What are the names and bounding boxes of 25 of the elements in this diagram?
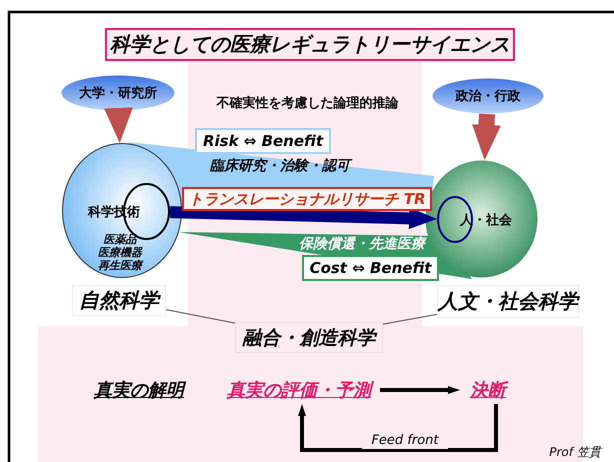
institution-ellipse: 大学・研究所 [61, 75, 175, 111]
label-box: Cost ⇔ Benefit [302, 255, 439, 281]
title-box: 科学としての医療レギュラトリーサイエンス [105, 28, 515, 61]
arrow [298, 404, 498, 452]
connector-line [382, 314, 438, 325]
edge-label: Feed front [362, 431, 448, 449]
step-text: 真実の解明 [82, 376, 196, 404]
field-box: 自然科学 [72, 285, 166, 316]
step-text: 真実の評価・予測 [218, 376, 380, 404]
note-text: 不確実性を考慮した論理的推論 [215, 94, 400, 112]
arrow [472, 114, 501, 160]
label-box: Risk ⇔ Benefit [195, 128, 331, 154]
band-text: 保険償還・先進医療 [298, 235, 428, 253]
institution-ellipse: 政治・行政 [432, 78, 544, 114]
arrow [104, 107, 133, 144]
step-text: 決断 [460, 376, 516, 404]
band-text: 臨床研究・治験・認可 [200, 157, 360, 175]
author-text: Prof 笠貫 [548, 444, 604, 461]
field-box: 人文・社会科学 [437, 285, 579, 318]
arrow [170, 206, 437, 230]
arrow [380, 386, 460, 394]
sphere [62, 143, 182, 278]
connector-line [166, 309, 236, 324]
field-box: 融合・創造科学 [235, 322, 383, 353]
edge-label: トランスレーショナルリサーチ TR [182, 187, 432, 211]
